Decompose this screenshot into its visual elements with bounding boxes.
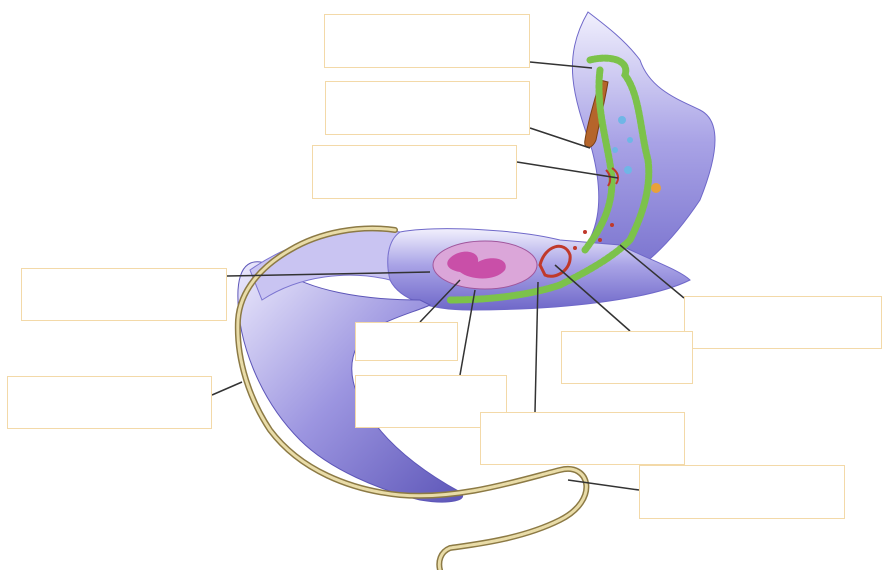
label-box-7: [561, 331, 693, 384]
label-box-3: [312, 145, 517, 199]
label-box-4: [21, 268, 227, 321]
label-box-8: [7, 376, 212, 429]
label-box-6: [355, 322, 458, 361]
label-box-1: [324, 14, 530, 68]
label-box-2: [325, 81, 530, 135]
label-box-5: [684, 296, 882, 349]
label-box-11: [639, 465, 845, 519]
label-box-10: [480, 412, 685, 465]
